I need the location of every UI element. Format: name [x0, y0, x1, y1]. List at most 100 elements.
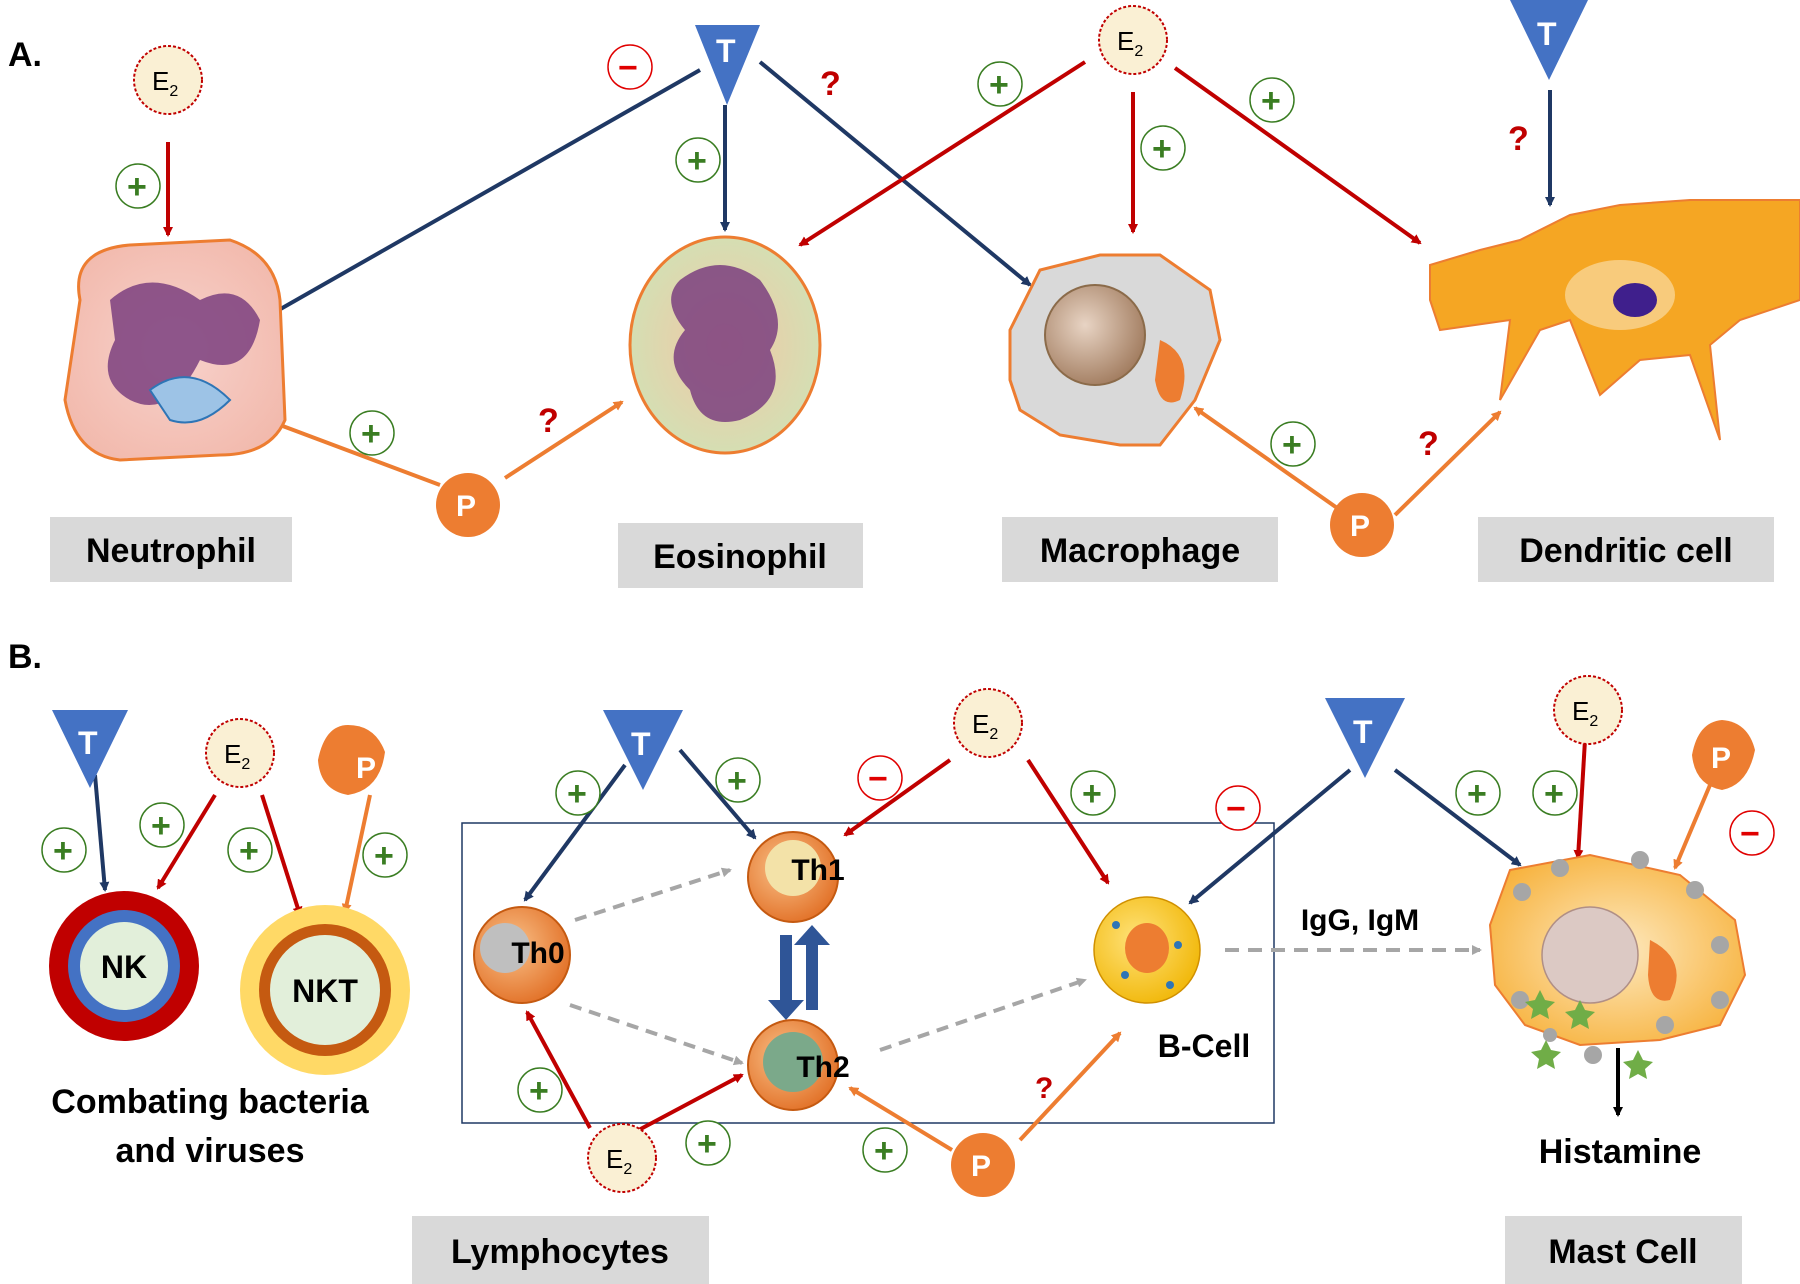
svg-text:E2: E2	[224, 739, 250, 773]
p-icon-panel-a-right: P	[1330, 493, 1394, 557]
svg-text:+: +	[53, 832, 73, 870]
plus-sign: +	[115, 163, 161, 209]
plus-sign: +	[675, 137, 721, 183]
eosinophil-cell	[628, 235, 822, 455]
plus-sign: +	[139, 802, 185, 848]
arrow-t-neutrophil	[268, 68, 701, 317]
question-mark: ?	[820, 65, 841, 103]
svg-text:+: +	[529, 1072, 549, 1110]
plus-sign: +	[362, 832, 408, 878]
panel-b-lymph-arrows	[523, 748, 1482, 1152]
panel-a-signs: + − + ? + + + ? + ? + ?	[115, 44, 1529, 467]
p-icon-lymph: P	[951, 1133, 1015, 1197]
svg-text:−: −	[618, 49, 638, 87]
minus-sign: −	[1215, 785, 1261, 831]
label-macrophage: Macrophage	[1002, 517, 1278, 582]
svg-text:Th0: Th0	[511, 937, 564, 970]
arrow-p-eosinophil	[503, 400, 624, 480]
svg-text:+: +	[151, 807, 171, 845]
svg-text:+: +	[127, 168, 147, 206]
question-mark: ?	[1418, 425, 1439, 463]
antibodies-label: IgG, IgM	[1301, 904, 1419, 937]
th0-cell: Th0	[473, 906, 571, 1004]
arrow-p-dendritic	[1393, 410, 1502, 517]
label-eosinophil: Eosinophil	[618, 523, 863, 588]
panel-a-label: A.	[8, 36, 42, 74]
svg-text:T: T	[631, 726, 651, 762]
plus-sign: +	[977, 61, 1023, 107]
nk-cell: NK	[49, 891, 199, 1041]
svg-text:Mast Cell: Mast Cell	[1548, 1233, 1697, 1271]
plus-sign: +	[862, 1127, 908, 1173]
e2-icon-lymph-bottom: E2	[587, 1123, 657, 1193]
svg-text:NK: NK	[101, 949, 147, 985]
panel-b-mast-signs: + + −	[1455, 770, 1775, 856]
svg-text:+: +	[374, 837, 394, 875]
svg-text:−: −	[868, 760, 888, 798]
nk-caption-line2: and viruses	[116, 1132, 305, 1170]
svg-text:+: +	[697, 1125, 717, 1163]
svg-text:E2: E2	[152, 66, 178, 100]
mast-cell	[1488, 851, 1747, 1047]
arrow-t-macrophage	[758, 60, 1032, 287]
svg-text:Dendritic cell: Dendritic cell	[1519, 532, 1733, 570]
plus-sign: +	[1249, 77, 1295, 123]
svg-text:Neutrophil: Neutrophil	[86, 532, 256, 570]
histamine-label: Histamine	[1539, 1133, 1702, 1171]
lymphocyte-region-box	[461, 822, 1275, 1124]
th1-cell: Th1	[747, 831, 845, 923]
svg-text:+: +	[874, 1132, 894, 1170]
neutrophil-cell	[63, 238, 287, 462]
svg-text:P: P	[456, 490, 476, 523]
t-icon-panel-a-center: T	[695, 25, 760, 105]
svg-text:E2: E2	[606, 1144, 632, 1178]
panel-b-nk-signs: + + + +	[41, 802, 408, 878]
plus-sign: +	[715, 757, 761, 803]
svg-text:Th2: Th2	[796, 1051, 849, 1084]
th1-th2-exchange-arrows	[768, 925, 830, 1020]
svg-text:+: +	[1544, 775, 1564, 813]
p-icon-panel-a-left: P	[436, 473, 500, 537]
svg-text:NKT: NKT	[292, 973, 358, 1009]
plus-sign: +	[1070, 770, 1116, 816]
plus-sign: +	[555, 770, 601, 816]
panel-b-lymph-signs: + + − + − + + + ?	[517, 755, 1261, 1173]
e2-icon-lymph-top: E2	[953, 688, 1023, 758]
svg-text:+: +	[1467, 775, 1487, 813]
panel-a-arrows	[163, 60, 1555, 517]
plus-sign: +	[1455, 770, 1501, 816]
b-cell: B-Cell	[1093, 896, 1250, 1064]
plus-sign: +	[685, 1120, 731, 1166]
panel-b-nk-arrows	[93, 774, 372, 917]
dendritic-cell	[1429, 199, 1800, 441]
svg-text:B-Cell: B-Cell	[1158, 1028, 1250, 1064]
svg-text:+: +	[239, 832, 259, 870]
svg-text:E2: E2	[972, 709, 998, 743]
t-icon-bcell-mast: T	[1325, 698, 1405, 778]
minus-sign: −	[1729, 810, 1775, 856]
t-icon-lymph: T	[603, 710, 683, 790]
panel-b-label: B.	[8, 638, 42, 676]
svg-text:+: +	[727, 762, 747, 800]
p-icon-mast: P	[1692, 720, 1755, 790]
svg-text:P: P	[1350, 510, 1370, 543]
svg-text:T: T	[716, 33, 736, 69]
svg-text:+: +	[687, 142, 707, 180]
t-icon-nk: T	[52, 710, 128, 788]
minus-sign: −	[857, 755, 903, 801]
nk-caption-line1: Combating bacteria	[51, 1083, 369, 1121]
question-mark: ?	[1035, 1072, 1053, 1105]
svg-text:P: P	[356, 752, 376, 785]
p-icon-nkt: P	[318, 725, 385, 795]
nkt-cell: NKT	[240, 905, 410, 1075]
svg-text:E2: E2	[1117, 26, 1143, 60]
question-mark: ?	[1508, 120, 1529, 158]
label-lymphocytes: Lymphocytes	[412, 1216, 709, 1284]
svg-text:T: T	[1537, 16, 1557, 52]
question-mark: ?	[538, 402, 559, 440]
svg-text:+: +	[361, 415, 381, 453]
svg-text:+: +	[989, 66, 1009, 104]
label-neutrophil: Neutrophil	[50, 517, 292, 582]
svg-text:Th1: Th1	[791, 854, 844, 887]
